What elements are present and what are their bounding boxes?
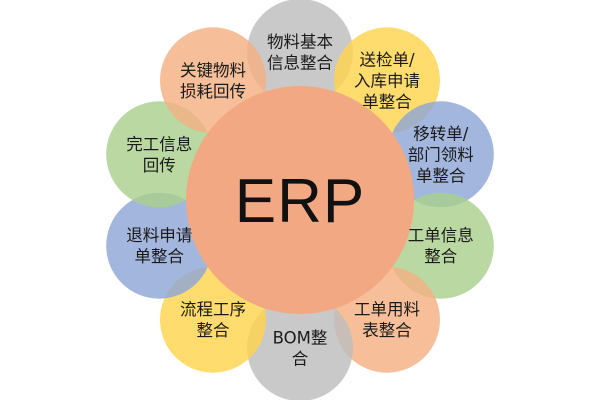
node-label-10: 关键物料损耗回传 [180, 61, 246, 101]
node-label-line: BOM整 [273, 329, 328, 348]
node-label-line: 表整合 [362, 321, 412, 340]
node-circle-8 [106, 192, 213, 299]
node-label-4: 工单信息整合 [408, 226, 474, 266]
node-label-6: BOM整合 [273, 329, 328, 369]
node-label-line: 流程工序 [180, 300, 246, 319]
node-label-line: 移转单/ [413, 124, 469, 143]
node-label-line: 完工信息 [126, 135, 192, 154]
node-label-2: 送检单/入库申请单整合 [354, 50, 420, 111]
node-label-3: 移转单/部门领料单整合 [408, 124, 474, 185]
node-circle-6 [247, 295, 353, 400]
node-label-line: 部门领料 [408, 145, 474, 164]
node-label-line: 整合 [424, 247, 457, 266]
node-label-line: 信息整合 [267, 54, 333, 73]
node-label-line: 物料基本 [267, 33, 333, 52]
node-label-line: 整合 [197, 321, 230, 340]
node-label-line: 合 [292, 350, 309, 369]
node-label-line: 工单用料 [354, 300, 420, 319]
center-group: ERP [186, 86, 414, 314]
node-circle-1 [247, 0, 353, 105]
node-label-line: 入库申请 [354, 71, 420, 90]
node-label-line: 单整合 [362, 92, 412, 111]
node-label-1: 物料基本信息整合 [267, 33, 333, 73]
node-label-9: 完工信息回传 [126, 135, 192, 175]
node-label-line: 退料申请 [126, 226, 192, 245]
center-circle [186, 86, 414, 314]
node-label-5: 工单用料表整合 [354, 300, 420, 340]
node-circle-4 [387, 192, 494, 299]
node-label-line: 单整合 [134, 247, 184, 266]
node-label-7: 流程工序整合 [180, 300, 246, 340]
node-label-line: 送检单/ [359, 50, 415, 69]
node-label-line: 回传 [143, 156, 176, 175]
node-label-line: 关键物料 [180, 61, 246, 80]
node-label-line: 损耗回传 [180, 82, 246, 101]
node-labels-group: 物料基本信息整合送检单/入库申请单整合移转单/部门领料单整合工单信息整合工单用料… [126, 33, 474, 369]
center-label: ERP [235, 167, 365, 236]
node-circle-3 [387, 101, 494, 208]
node-label-line: 工单信息 [408, 226, 474, 245]
node-circle-9 [106, 101, 213, 208]
node-label-line: 单整合 [416, 166, 466, 185]
node-label-8: 退料申请单整合 [126, 226, 192, 266]
